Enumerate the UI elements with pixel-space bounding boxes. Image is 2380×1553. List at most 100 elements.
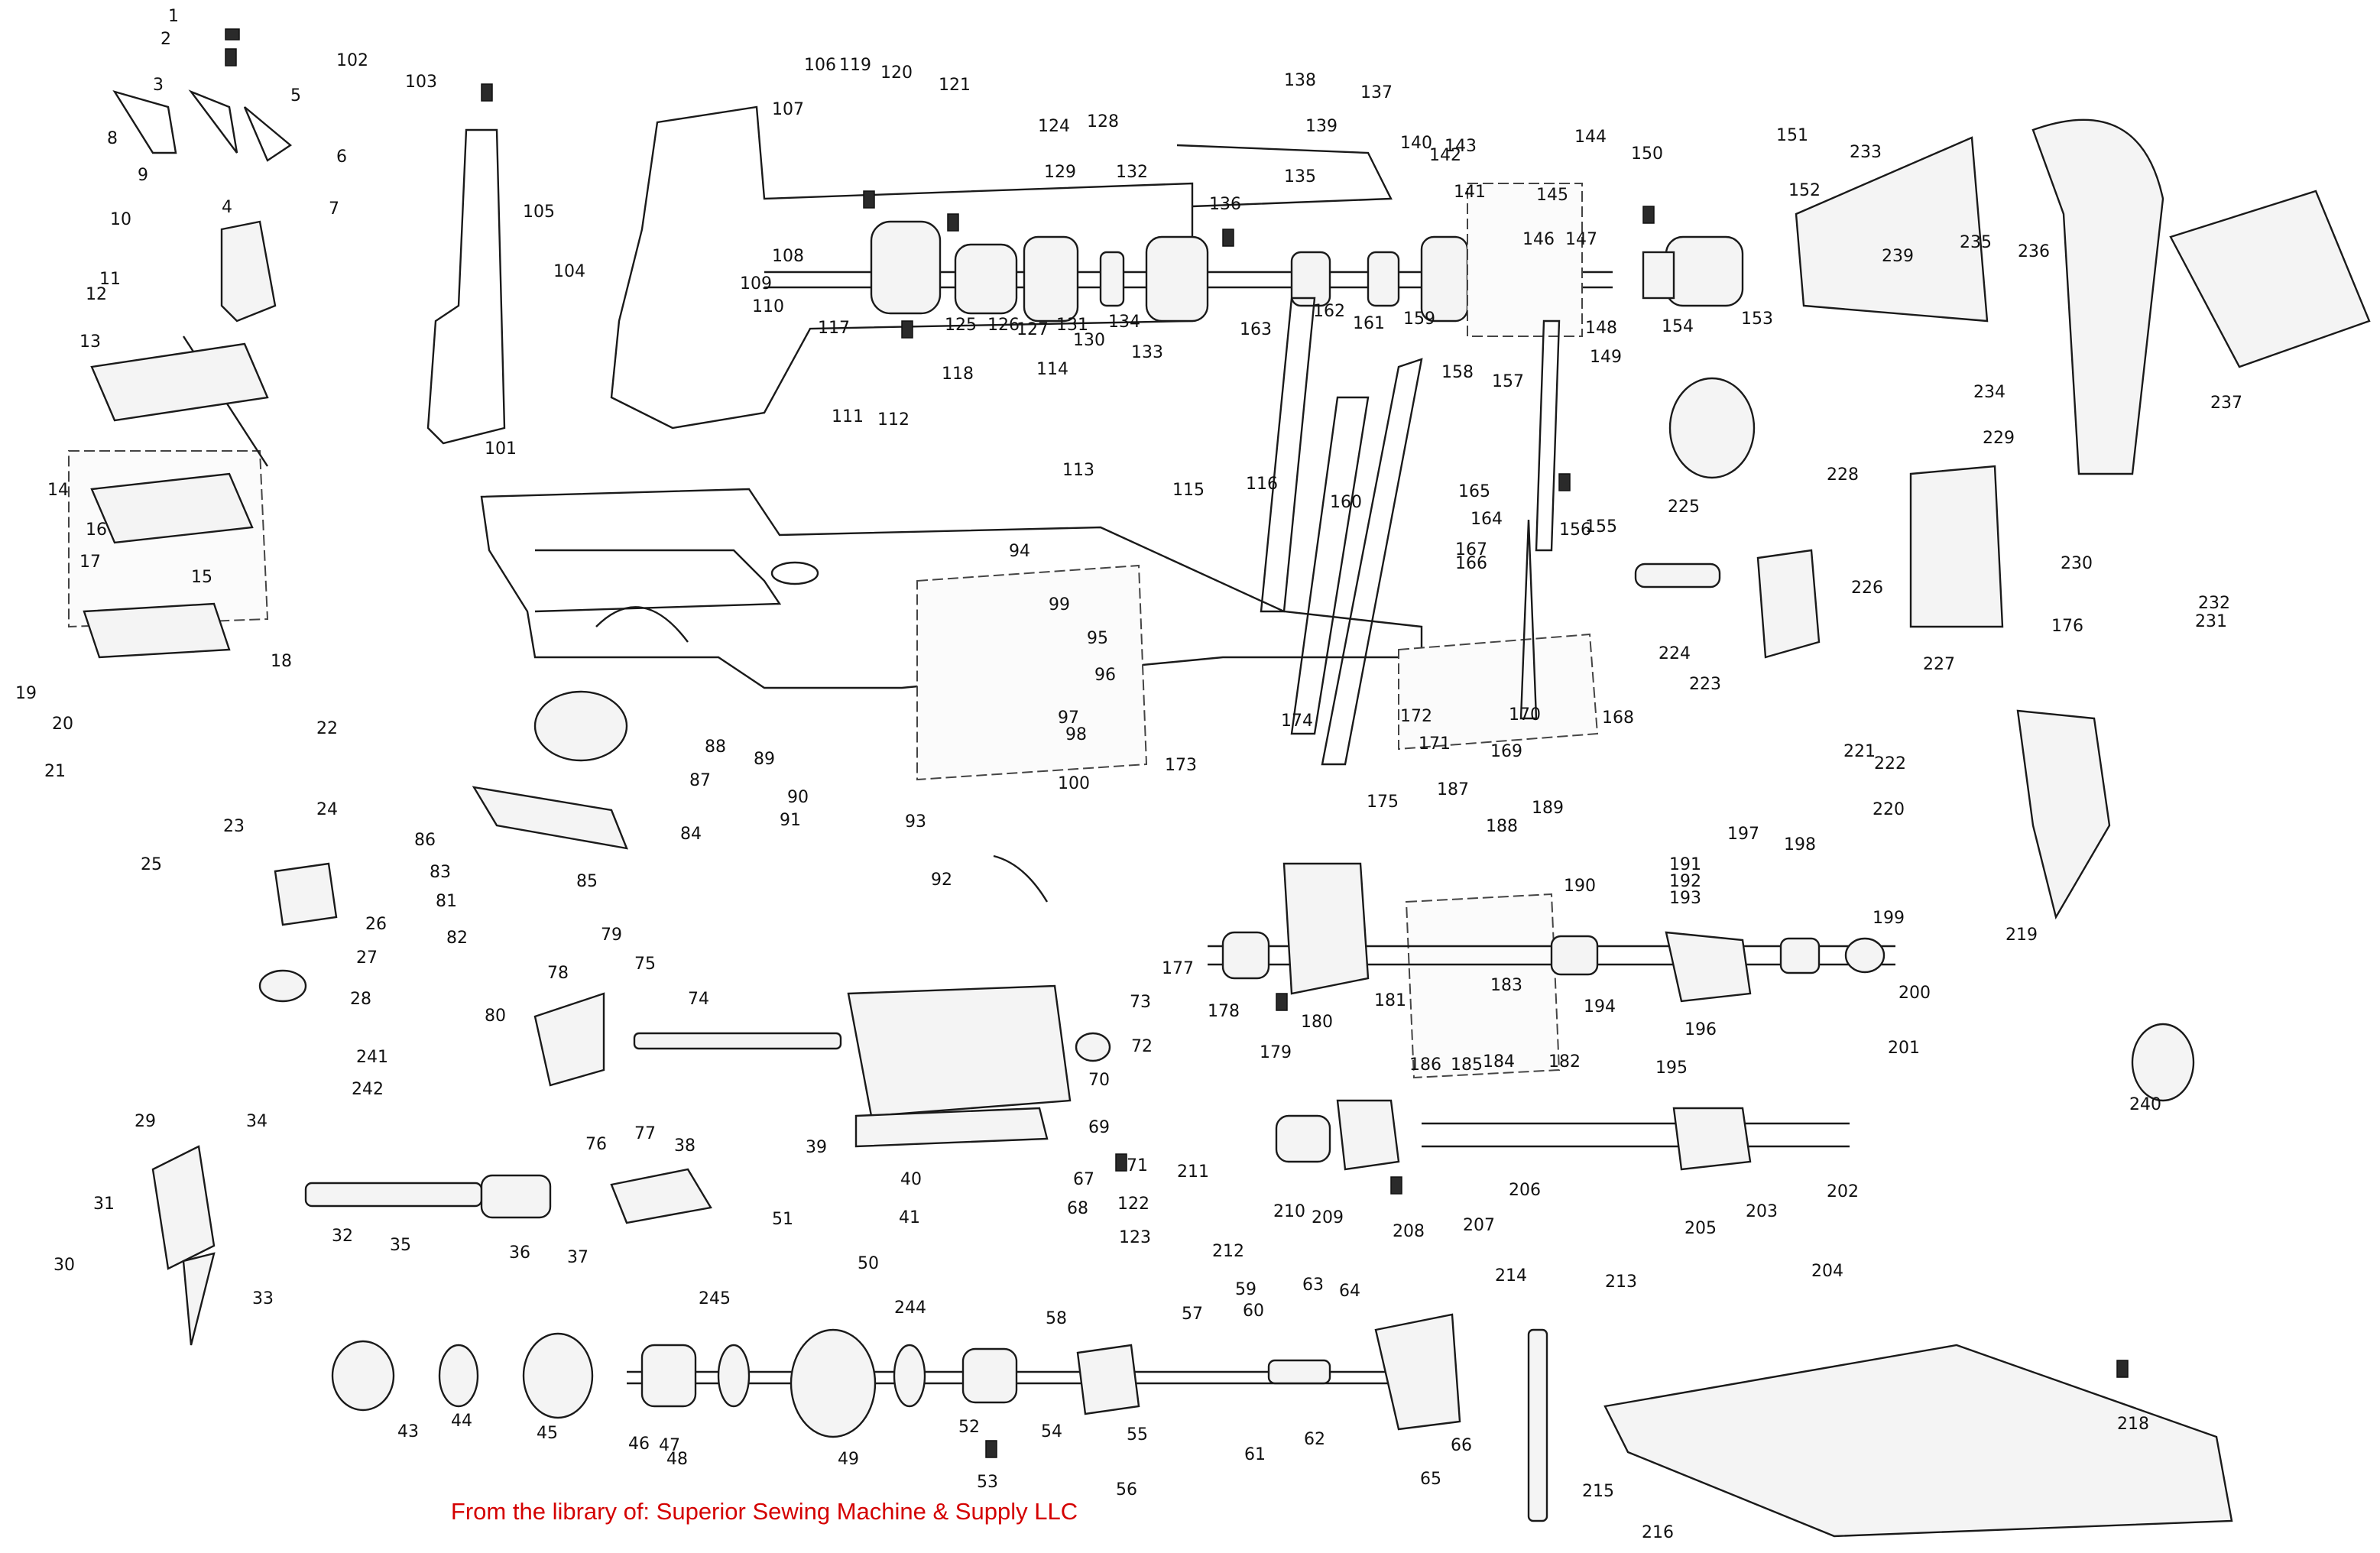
callout-29: 29 <box>135 1112 156 1131</box>
callout-121: 121 <box>939 76 971 95</box>
callout-67: 67 <box>1073 1170 1094 1189</box>
frame-70 <box>847 984 1072 1117</box>
callout-199: 199 <box>1873 909 1905 928</box>
plate-18 <box>83 602 231 659</box>
callout-84: 84 <box>680 825 702 844</box>
callout-103: 103 <box>405 73 437 92</box>
knob-153 <box>1668 377 1756 479</box>
callout-186: 186 <box>1409 1055 1441 1075</box>
callout-159: 159 <box>1403 310 1435 329</box>
callout-147: 147 <box>1565 230 1597 249</box>
callout-labels: 1234567891011121314151617181920212223242… <box>15 7 2242 1542</box>
needle-bar-frame-101 <box>426 128 506 445</box>
callout-135: 135 <box>1284 167 1316 186</box>
callout-154: 154 <box>1662 317 1694 336</box>
callout-242: 242 <box>352 1080 384 1099</box>
callout-69: 69 <box>1088 1118 1110 1137</box>
callout-176: 176 <box>2051 617 2083 636</box>
callout-112: 112 <box>877 410 910 430</box>
callout-32: 32 <box>332 1227 353 1246</box>
link-33 <box>182 1252 216 1346</box>
callout-213: 213 <box>1605 1273 1637 1292</box>
callout-222: 222 <box>1874 754 1906 773</box>
callout-166: 166 <box>1455 554 1487 573</box>
callout-245: 245 <box>699 1289 731 1308</box>
callout-7: 7 <box>329 199 339 219</box>
callout-75: 75 <box>634 955 656 974</box>
callout-158: 158 <box>1441 363 1474 382</box>
plate-10 <box>220 220 277 323</box>
callout-81: 81 <box>436 892 457 911</box>
cam-125 <box>954 243 1018 315</box>
callout-61: 61 <box>1244 1445 1266 1464</box>
callout-38: 38 <box>674 1136 696 1156</box>
callout-8: 8 <box>107 129 118 148</box>
callout-153: 153 <box>1741 310 1773 329</box>
callout-45: 45 <box>537 1424 558 1443</box>
callout-125: 125 <box>945 316 977 335</box>
callout-39: 39 <box>806 1138 827 1157</box>
housing-65 <box>1374 1313 1461 1431</box>
callout-88: 88 <box>705 738 726 757</box>
callout-165: 165 <box>1458 482 1490 501</box>
callout-110: 110 <box>752 297 784 316</box>
callout-60: 60 <box>1243 1302 1264 1321</box>
callout-215: 215 <box>1582 1482 1614 1501</box>
block-223 <box>1756 549 1821 659</box>
callout-131: 131 <box>1056 316 1088 335</box>
callout-151: 151 <box>1776 126 1808 145</box>
callout-36: 36 <box>509 1243 530 1263</box>
callout-205: 205 <box>1684 1219 1717 1238</box>
callout-9: 9 <box>138 166 148 185</box>
callout-49: 49 <box>838 1450 859 1469</box>
pin-225 <box>1634 563 1721 588</box>
callout-119: 119 <box>839 56 871 75</box>
handwheel-151 <box>1665 235 1744 307</box>
lower-shaft-assembly <box>331 1313 1461 1438</box>
callout-13: 13 <box>79 332 101 352</box>
callout-236: 236 <box>2018 242 2050 261</box>
callout-163: 163 <box>1240 320 1272 339</box>
callout-191: 191 <box>1669 855 1701 874</box>
callout-230: 230 <box>2061 554 2093 573</box>
callout-109: 109 <box>740 274 772 293</box>
callout-44: 44 <box>451 1412 472 1431</box>
callout-62: 62 <box>1304 1430 1325 1449</box>
callout-164: 164 <box>1470 510 1503 529</box>
plate-84 <box>472 786 628 850</box>
vertical-rods <box>182 128 1561 766</box>
callout-1: 1 <box>168 7 179 26</box>
callout-196: 196 <box>1684 1020 1717 1039</box>
callout-37: 37 <box>567 1248 589 1267</box>
callout-115: 115 <box>1172 481 1205 500</box>
callout-172: 172 <box>1400 707 1432 726</box>
callout-228: 228 <box>1827 465 1859 485</box>
callout-18: 18 <box>271 652 292 671</box>
bracket-26 <box>274 862 338 926</box>
callout-73: 73 <box>1130 993 1151 1012</box>
callout-195: 195 <box>1655 1059 1688 1078</box>
callout-93: 93 <box>905 812 926 832</box>
lever-38 <box>610 1168 712 1224</box>
callout-167: 167 <box>1455 540 1487 559</box>
bobbin-44 <box>438 1344 479 1408</box>
callout-214: 214 <box>1495 1266 1527 1286</box>
sleeve-36 <box>480 1174 552 1219</box>
callout-137: 137 <box>1360 83 1393 102</box>
callout-224: 224 <box>1659 644 1691 663</box>
callout-181: 181 <box>1374 991 1406 1010</box>
callout-202: 202 <box>1827 1182 1859 1201</box>
callout-70: 70 <box>1088 1071 1110 1090</box>
callout-12: 12 <box>86 285 107 304</box>
center-parts <box>533 854 1111 1148</box>
group-168 <box>1398 633 1599 751</box>
knee-lift-pad-240 <box>2131 1023 2195 1102</box>
callout-51: 51 <box>772 1210 793 1229</box>
callout-221: 221 <box>1843 742 1876 761</box>
cover-233 <box>1795 136 1989 323</box>
callout-188: 188 <box>1486 817 1518 836</box>
callout-114: 114 <box>1036 360 1068 379</box>
callout-117: 117 <box>818 319 850 338</box>
callout-20: 20 <box>52 715 73 734</box>
